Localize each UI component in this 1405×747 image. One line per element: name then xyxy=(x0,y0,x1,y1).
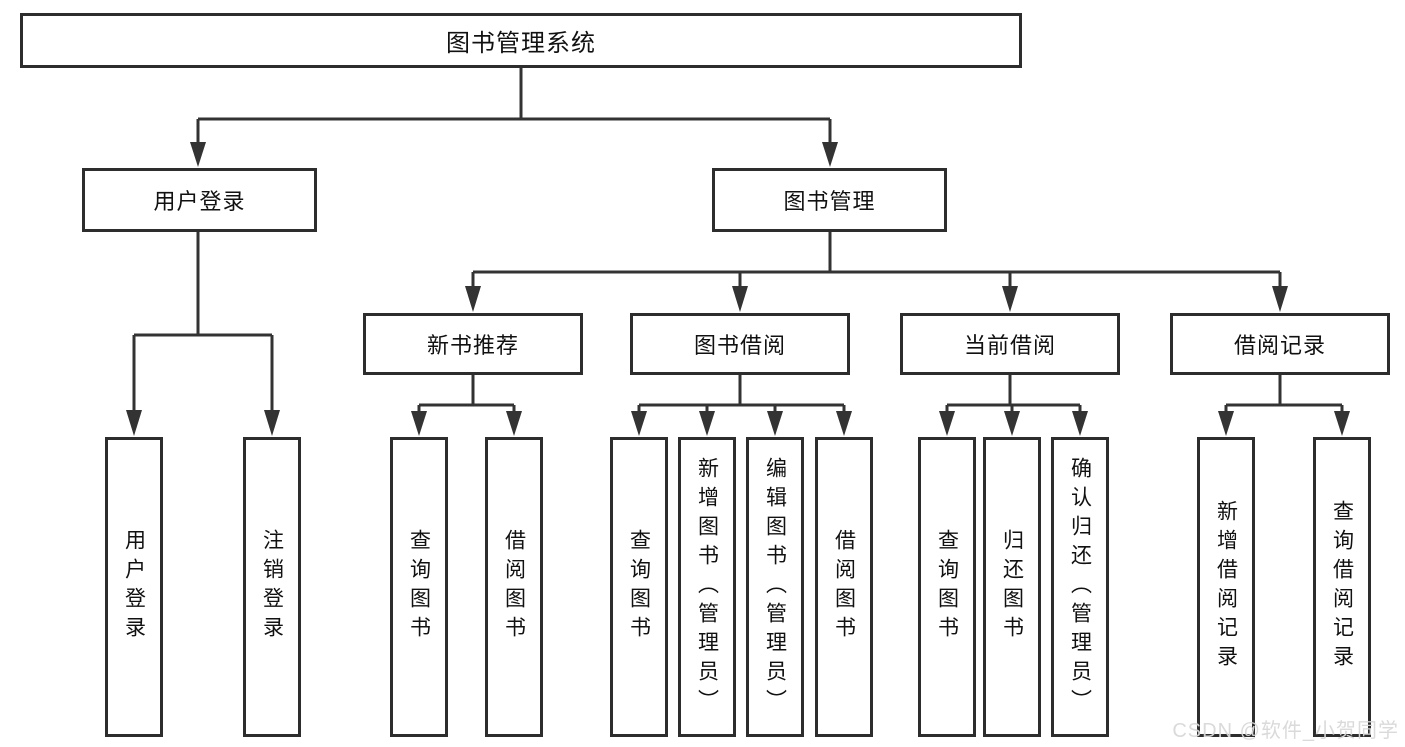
arrowhead xyxy=(465,286,481,312)
arrowhead xyxy=(1218,411,1234,436)
leaf-return-books: 归还图书 xyxy=(983,437,1041,737)
leaf-label: 查询图书 xyxy=(627,529,651,645)
node-book-borrowing: 图书借阅 xyxy=(630,313,850,375)
arrowhead xyxy=(506,411,522,436)
arrowhead xyxy=(126,410,142,436)
arrowhead xyxy=(1334,411,1350,436)
leaf-borrow-books-recommend: 借阅图书 xyxy=(485,437,543,737)
leaf-add-books-admin: 新增图书（管理员） xyxy=(678,437,736,737)
node-user-login: 用户登录 xyxy=(82,168,317,232)
arrowhead xyxy=(631,411,647,436)
leaf-label: 查询图书 xyxy=(407,529,431,645)
leaf-query-borrow-record: 查询借阅记录 xyxy=(1313,437,1371,737)
leaf-label: 新增图书（管理员） xyxy=(695,456,719,718)
arrowhead xyxy=(1072,411,1088,436)
arrowhead xyxy=(1004,411,1020,436)
leaf-query-books-borrowing: 查询图书 xyxy=(610,437,668,737)
leaf-user-login: 用户登录 xyxy=(105,437,163,737)
node-library-system: 图书管理系统 xyxy=(20,13,1022,68)
arrowhead xyxy=(699,411,715,436)
leaf-label: 借阅图书 xyxy=(832,529,856,645)
node-label: 图书管理系统 xyxy=(446,30,596,57)
leaf-edit-books-admin: 编辑图书（管理员） xyxy=(746,437,804,737)
node-label: 借阅记录 xyxy=(1233,333,1326,358)
arrowhead xyxy=(1272,286,1288,312)
leaf-label: 用户登录 xyxy=(122,529,146,645)
node-new-book-recommend: 新书推荐 xyxy=(363,313,583,375)
leaf-label: 新增借阅记录 xyxy=(1214,500,1238,674)
arrowhead xyxy=(939,411,955,436)
node-book-management: 图书管理 xyxy=(712,168,947,232)
arrowhead xyxy=(411,411,427,436)
node-label: 图书借阅 xyxy=(693,333,786,358)
node-label: 用户登录 xyxy=(153,189,246,214)
leaf-label: 查询图书 xyxy=(935,529,959,645)
arrowhead xyxy=(822,142,838,167)
leaf-confirm-return-admin: 确认归还（管理员） xyxy=(1051,437,1109,737)
arrowhead xyxy=(836,411,852,436)
leaf-logout: 注销登录 xyxy=(243,437,301,737)
leaf-label: 编辑图书（管理员） xyxy=(763,456,787,718)
node-current-borrowing: 当前借阅 xyxy=(900,313,1120,375)
leaf-label: 注销登录 xyxy=(260,529,284,645)
node-label: 图书管理 xyxy=(783,189,876,214)
node-label: 新书推荐 xyxy=(426,333,519,358)
leaf-query-books-recommend: 查询图书 xyxy=(390,437,448,737)
leaf-label: 借阅图书 xyxy=(502,529,526,645)
leaf-label: 查询借阅记录 xyxy=(1330,500,1354,674)
arrowhead xyxy=(264,410,280,436)
leaf-query-books-current: 查询图书 xyxy=(918,437,976,737)
leaf-label: 确认归还（管理员） xyxy=(1068,456,1092,718)
node-label: 当前借阅 xyxy=(963,333,1056,358)
arrowhead xyxy=(190,142,206,167)
arrowhead xyxy=(1002,286,1018,312)
node-borrow-records: 借阅记录 xyxy=(1170,313,1390,375)
arrowhead xyxy=(732,286,748,312)
leaf-borrow-books: 借阅图书 xyxy=(815,437,873,737)
csdn-watermark: CSDN @软件_小贺同学 xyxy=(1172,720,1399,742)
leaf-label: 归还图书 xyxy=(1000,529,1024,645)
arrowhead xyxy=(767,411,783,436)
leaf-add-borrow-record: 新增借阅记录 xyxy=(1197,437,1255,737)
